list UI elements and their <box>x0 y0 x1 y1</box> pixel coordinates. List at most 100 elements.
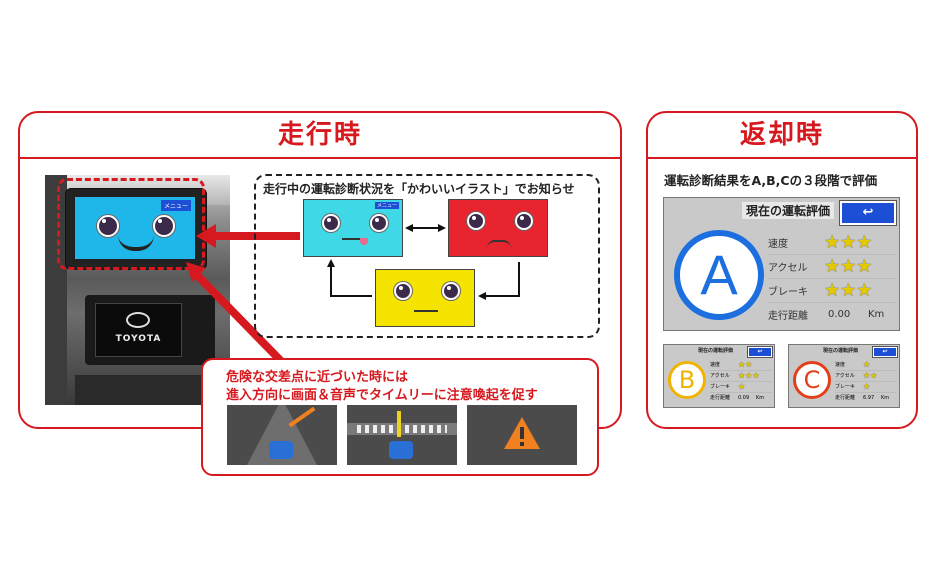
eval-c-accel-label: アクセル <box>835 373 855 379</box>
face-display-box <box>254 174 600 338</box>
eval-screen-c: 現在の運転評価 ↩ C 速度 ★ アクセル ★★ ブレーキ ★ 走行距離 6.9… <box>788 344 900 408</box>
crosswalk <box>357 425 447 433</box>
face-happy-mouth <box>342 238 366 240</box>
tablet-smile <box>118 235 154 251</box>
face-caption: 走行中の運転診断状況を「かわいいイラスト」でお知らせ <box>263 182 575 196</box>
turn-arrow-2 <box>397 411 401 437</box>
arrow-neutral-happy-head <box>327 259 335 267</box>
eval-main-speed-stars: ★★★ <box>824 231 873 253</box>
face-happy-menu: メニュー <box>374 202 399 209</box>
eval-main-table: 速度 ★★★ アクセル ★★★ ブレーキ ★★★ 走行距離 0.00 Km <box>768 230 896 326</box>
eval-c-speed-label: 速度 <box>835 362 846 368</box>
return-divider <box>648 157 916 159</box>
return-caption: 運転診断結果をA,B,Cの３段階で評価 <box>664 173 878 188</box>
eval-c-row-distance: 走行距離 6.97 Km <box>835 392 897 403</box>
driving-title: 走行時 <box>277 120 362 150</box>
eval-c-brake-label: ブレーキ <box>835 384 856 390</box>
face-happy: メニュー <box>303 199 403 257</box>
alert-line2: 進入方向に画面＆音声でタイムリーに注意喚起を促す <box>226 388 538 403</box>
car-photo: メニュー TOYOTA <box>45 175 230 405</box>
face-angry <box>448 199 548 257</box>
return-title: 返却時 <box>739 120 824 150</box>
eval-main-speed-label: 速度 <box>768 238 788 250</box>
eval-main-accel-label: アクセル <box>768 262 808 274</box>
car-pillar <box>45 175 67 405</box>
eval-b-brake-label: ブレーキ <box>710 384 731 390</box>
eval-c-row-brake: ブレーキ ★ <box>835 381 897 393</box>
eval-main-accel-stars: ★★★ <box>824 255 873 277</box>
eval-main-brake-label: ブレーキ <box>768 286 808 298</box>
tablet-left-eye <box>97 215 119 237</box>
driving-divider <box>20 157 620 159</box>
eval-b-row-brake: ブレーキ ★ <box>710 381 772 393</box>
eval-b-distance-value: 0.09 <box>738 394 750 401</box>
face-neutral-left-eye <box>394 282 412 300</box>
toyota-logo-icon <box>126 312 150 328</box>
grade-b-badge: B <box>668 361 706 399</box>
navigation-unit: TOYOTA <box>85 295 215 365</box>
eval-c-row-speed: 速度 ★ <box>835 359 897 371</box>
navigation-screen: TOYOTA <box>95 303 182 357</box>
eval-main-distance-label: 走行距離 <box>768 310 808 322</box>
grade-b-letter: B <box>678 366 696 394</box>
face-happy-left-eye <box>322 214 340 232</box>
eval-c-speed-stars: ★ <box>863 360 871 369</box>
eval-screen-b: 現在の運転評価 ↩ B 速度 ★★ アクセル ★★★ ブレーキ ★ 走行距離 0… <box>663 344 775 408</box>
face-neutral-mouth <box>414 310 438 312</box>
eval-main-header: 現在の運転評価 <box>742 202 835 219</box>
grade-a-letter: A <box>700 243 738 306</box>
eval-c-distance-label: 走行距離 <box>835 395 856 401</box>
car-icon-1 <box>269 441 293 459</box>
arrow-to-alert-head <box>186 262 206 282</box>
eval-main-back-button[interactable]: ↩ <box>840 201 896 225</box>
eval-b-accel-label: アクセル <box>710 373 730 379</box>
toyota-label: TOYOTA <box>115 334 162 344</box>
tablet-device: メニュー <box>65 188 207 270</box>
eval-b-brake-stars: ★ <box>738 382 746 391</box>
alert-line1: 危険な交差点に近づいた時には <box>226 370 409 385</box>
alert-thumb-intersection-2 <box>347 405 457 465</box>
tablet-menu-button[interactable]: メニュー <box>160 200 191 211</box>
eval-main-row-speed: 速度 ★★★ <box>768 230 896 255</box>
eval-b-speed-stars: ★★ <box>738 360 753 369</box>
car-icon-2 <box>389 441 413 459</box>
grade-c-badge: C <box>793 361 831 399</box>
grade-a-badge: A <box>674 230 764 320</box>
arrow-angry-neutral <box>484 262 520 297</box>
eval-main-brake-stars: ★★★ <box>824 279 873 301</box>
eval-b-header: 現在の運転評価 <box>698 348 734 354</box>
face-happy-right-eye <box>370 214 388 232</box>
eval-main-row-accel: アクセル ★★★ <box>768 254 896 279</box>
eval-c-back-button[interactable]: ↩ <box>873 347 897 357</box>
face-happy-tongue <box>360 238 368 245</box>
eval-c-accel-stars: ★★ <box>863 371 878 380</box>
arrow-to-tablet <box>196 224 300 248</box>
eval-c-table: 速度 ★ アクセル ★★ ブレーキ ★ 走行距離 6.97 Km <box>835 359 897 405</box>
eval-c-brake-stars: ★ <box>863 382 871 391</box>
eval-b-row-speed: 速度 ★★ <box>710 359 772 371</box>
face-angry-left-eye <box>467 212 485 230</box>
eval-main-row-distance: 走行距離 0.00 Km <box>768 302 896 326</box>
eval-b-back-button[interactable]: ↩ <box>748 347 772 357</box>
eval-b-distance-label: 走行距離 <box>710 395 731 401</box>
arrow-to-alert-line <box>193 271 285 365</box>
eval-c-distance-unit: Km <box>881 394 890 401</box>
grade-c-letter: C <box>803 366 821 394</box>
eval-main-row-brake: ブレーキ ★★★ <box>768 278 896 303</box>
eval-c-header: 現在の運転評価 <box>823 348 859 354</box>
turn-arrow-1 <box>288 406 316 428</box>
face-neutral-right-eye <box>442 282 460 300</box>
alert-thumb-warning <box>467 405 577 465</box>
eval-c-row-accel: アクセル ★★ <box>835 370 897 382</box>
eval-main-distance-unit: Km <box>868 308 885 320</box>
eval-b-row-accel: アクセル ★★★ <box>710 370 772 382</box>
face-angry-mouth <box>487 240 511 248</box>
eval-b-speed-label: 速度 <box>710 362 721 368</box>
eval-b-accel-stars: ★★★ <box>738 371 760 380</box>
warning-icon <box>504 417 540 449</box>
face-neutral <box>375 269 475 327</box>
car-vent <box>75 375 225 405</box>
alert-thumb-intersection-1 <box>227 405 337 465</box>
arrow-happy-angry-head-r <box>438 224 446 232</box>
eval-main-distance-value: 0.00 <box>828 308 851 320</box>
